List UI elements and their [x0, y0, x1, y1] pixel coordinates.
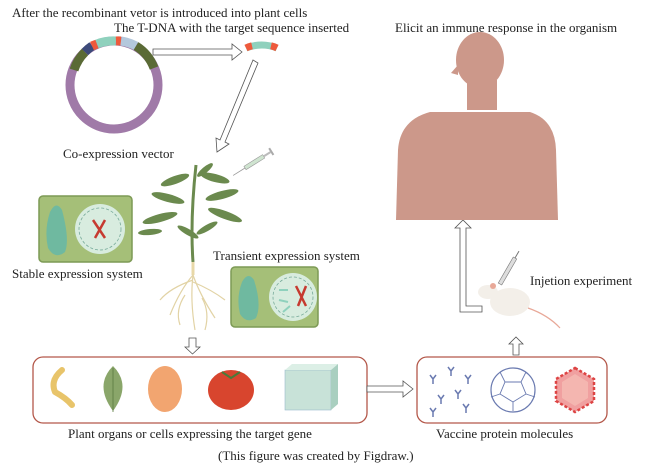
leaf-icon — [103, 366, 123, 412]
human-torso-icon — [396, 32, 558, 220]
intro-label: After the recombinant vetor is introduce… — [12, 5, 308, 20]
tdna-label: The T-DNA with the target sequence inser… — [114, 20, 350, 35]
arrow-up-1 — [508, 336, 524, 356]
syringe-icon — [232, 147, 275, 176]
mouse-icon — [478, 250, 561, 329]
virus-particle-icon — [554, 366, 596, 414]
arrow-up-l — [454, 219, 483, 313]
credit-label: (This figure was created by Figdraw.) — [218, 448, 414, 463]
tomato-icon — [208, 370, 254, 410]
plasmid-ring-icon — [65, 36, 163, 134]
arrow-right-1 — [152, 43, 243, 61]
plant-cell-icon-stable — [38, 195, 133, 263]
tdna-fragment-icon — [244, 41, 279, 52]
pollen-icon — [50, 367, 75, 408]
cell-culture-icon — [284, 364, 338, 411]
plant-organs-label: Plant organs or cells expressing the tar… — [68, 426, 312, 441]
immune-response-label: Elicit an immune response in the organis… — [395, 20, 618, 35]
seed-icon — [148, 366, 182, 412]
antibody-icon — [429, 366, 472, 417]
stable-expression-label: Stable expression system — [12, 266, 143, 281]
transient-expression-label: Transient expression system — [213, 248, 360, 263]
plant-icon — [138, 163, 242, 331]
vaccine-label: Vaccine protein molecules — [436, 426, 574, 441]
injection-label: Injetion experiment — [530, 273, 633, 288]
arrow-diagonal — [215, 59, 259, 153]
vector-label: Co-expression vector — [63, 146, 174, 161]
arrow-right-2 — [366, 380, 414, 398]
vlp-cage-icon — [490, 367, 536, 413]
plant-cell-icon-transient — [230, 266, 319, 328]
arrow-down-1 — [183, 337, 202, 355]
